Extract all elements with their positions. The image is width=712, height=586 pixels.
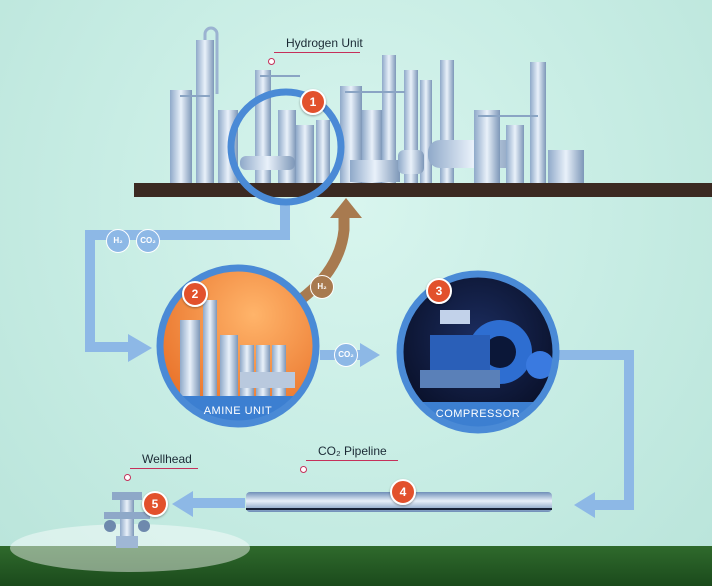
co2-pipeline-leader-dot [300, 466, 307, 473]
hydrogen-unit-leader-dot [268, 58, 275, 65]
amine-unit-circle [156, 264, 320, 428]
arrowhead-into-amine [128, 334, 152, 362]
amine-unit-caption: AMINE UNIT [203, 405, 273, 417]
grass-ground [0, 546, 712, 586]
arrowhead-into-pipeline [574, 492, 595, 518]
hydrogen-unit-ring [227, 88, 345, 206]
arrowhead-into-compressor [360, 343, 380, 367]
arrowhead-into-wellhead [172, 491, 193, 517]
hydrogen-unit-leader [274, 52, 360, 53]
step-badge-1: 1 [300, 89, 326, 115]
wellhead-assembly [104, 492, 150, 548]
wellhead-leader-dot [124, 474, 131, 481]
step-badge-3: 3 [426, 278, 452, 304]
wellhead-label: Wellhead [142, 452, 192, 466]
wellhead-leader [130, 468, 198, 469]
step-badge-4: 4 [390, 479, 416, 505]
hydrogen-plant [134, 26, 712, 197]
step-badge-5: 5 [142, 491, 168, 517]
compressor-caption: COMPRESSOR [435, 408, 521, 420]
gas-tag-co2-mid: CO₂ [334, 343, 358, 367]
hydrogen-product-arrow [296, 212, 350, 305]
gas-tag-co2-top: CO₂ [136, 229, 160, 253]
gas-tag-h2-up: H₂ [310, 275, 334, 299]
co2-pipeline-label: CO₂ Pipeline [318, 444, 387, 458]
plant-ground [134, 183, 712, 197]
gas-tag-h2-top: H₂ [106, 229, 130, 253]
hydrogen-unit-label: Hydrogen Unit [286, 36, 363, 50]
co2-pipeline-leader [306, 460, 398, 461]
step-badge-2: 2 [182, 281, 208, 307]
flow-arrow-compressor-to-pipeline [557, 350, 634, 510]
flow-arrow-h2-co2 [85, 200, 290, 352]
flow-path [85, 200, 634, 510]
hydrogen-product-arrowhead [330, 198, 362, 218]
